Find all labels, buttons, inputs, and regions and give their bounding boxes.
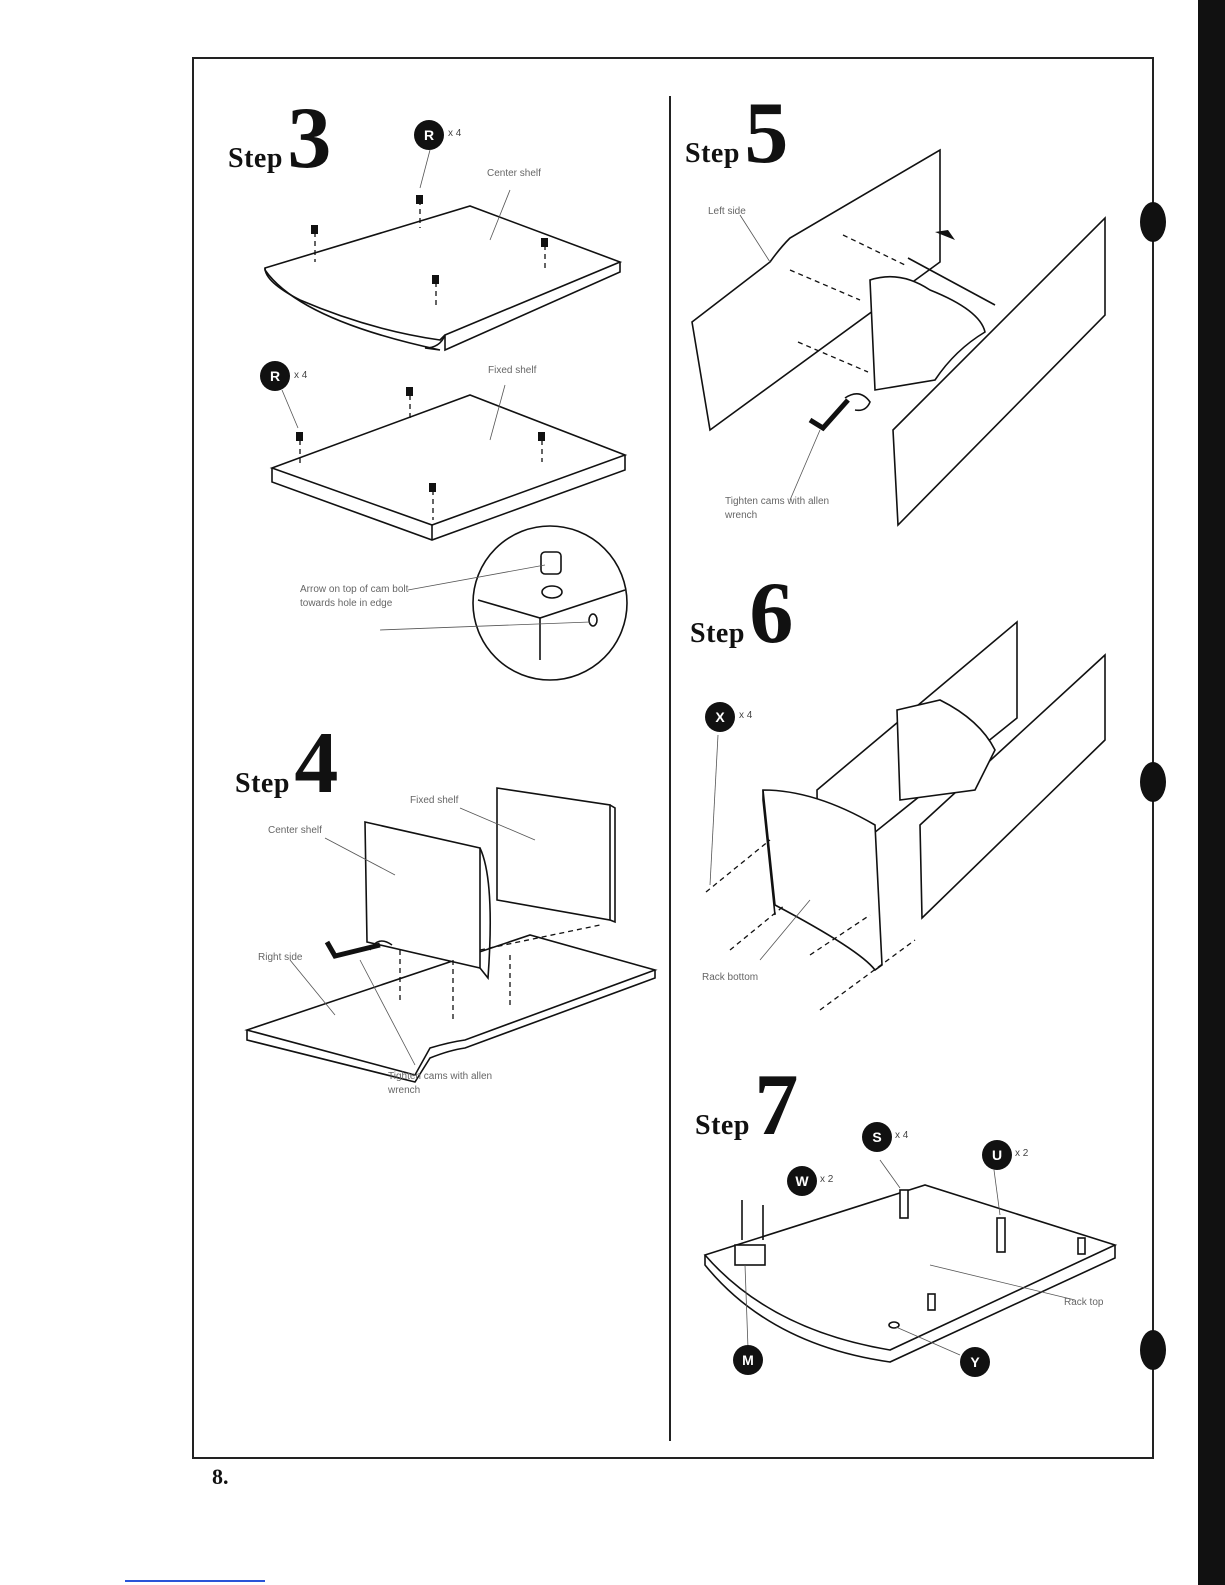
fixed-shelf-illustration [272, 385, 625, 540]
binder-hole [1140, 202, 1166, 242]
left-side-label: Left side [708, 206, 746, 217]
scan-edge [1198, 0, 1225, 1585]
part-r-qty: x 4 [448, 128, 461, 139]
cam-note-label: Arrow on top of cam bolt towards hole in… [300, 583, 420, 611]
step-word: Step [690, 618, 745, 649]
step7-illustration [705, 1160, 1115, 1362]
part-u-badge: U [982, 1140, 1012, 1170]
step-number: 3 [287, 90, 332, 187]
step-number: 5 [744, 85, 789, 182]
part-w-qty: x 2 [820, 1174, 833, 1185]
step5-illustration [692, 150, 1105, 525]
binder-hole [1140, 1330, 1166, 1370]
page-number: 8. [212, 1464, 229, 1490]
part-s-qty: x 4 [895, 1130, 908, 1141]
part-r-badge: R [260, 361, 290, 391]
center-shelf-label: Center shelf [487, 168, 541, 179]
step-4-heading: Step 4 [235, 720, 339, 808]
part-m-badge: M [733, 1345, 763, 1375]
step-number: 4 [294, 715, 339, 812]
part-r-qty: x 4 [294, 370, 307, 381]
tighten-cams-label: Tighten cams with allen wrench [725, 495, 845, 523]
rack-bottom-label: Rack bottom [702, 972, 758, 983]
step-word: Step [695, 1110, 750, 1141]
allen-wrench-icon [810, 400, 848, 428]
rack-top-label: Rack top [1064, 1297, 1103, 1308]
step-number: 7 [754, 1057, 799, 1154]
step-6-heading: Step 6 [690, 570, 794, 658]
fixed-shelf-label: Fixed shelf [410, 795, 458, 806]
right-side-label: Right side [258, 952, 302, 963]
part-w-badge: W [787, 1166, 817, 1196]
scan-marker [125, 1580, 265, 1582]
part-x-badge: X [705, 702, 735, 732]
step6-illustration [706, 622, 1105, 1010]
step-number: 6 [749, 565, 794, 662]
step-word: Step [235, 768, 290, 799]
dowel-icon [900, 1190, 908, 1218]
fixed-shelf-label: Fixed shelf [488, 365, 536, 376]
step-word: Step [685, 138, 740, 169]
center-shelf-label: Center shelf [268, 825, 322, 836]
step-3-heading: Step 3 [228, 95, 332, 183]
part-x-qty: x 4 [739, 710, 752, 721]
part-y-badge: Y [960, 1347, 990, 1377]
step-7-heading: Step 7 [695, 1062, 799, 1150]
part-u-qty: x 2 [1015, 1148, 1028, 1159]
step-5-heading: Step 5 [685, 90, 789, 178]
binder-hole [1140, 762, 1166, 802]
step-word: Step [228, 143, 283, 174]
allen-wrench-icon [327, 942, 380, 956]
dowel-icon [997, 1218, 1005, 1252]
part-s-badge: S [862, 1122, 892, 1152]
tighten-cams-label: Tighten cams with allen wrench [388, 1070, 498, 1098]
part-r-badge: R [414, 120, 444, 150]
cam-bolt-icon [541, 552, 561, 574]
